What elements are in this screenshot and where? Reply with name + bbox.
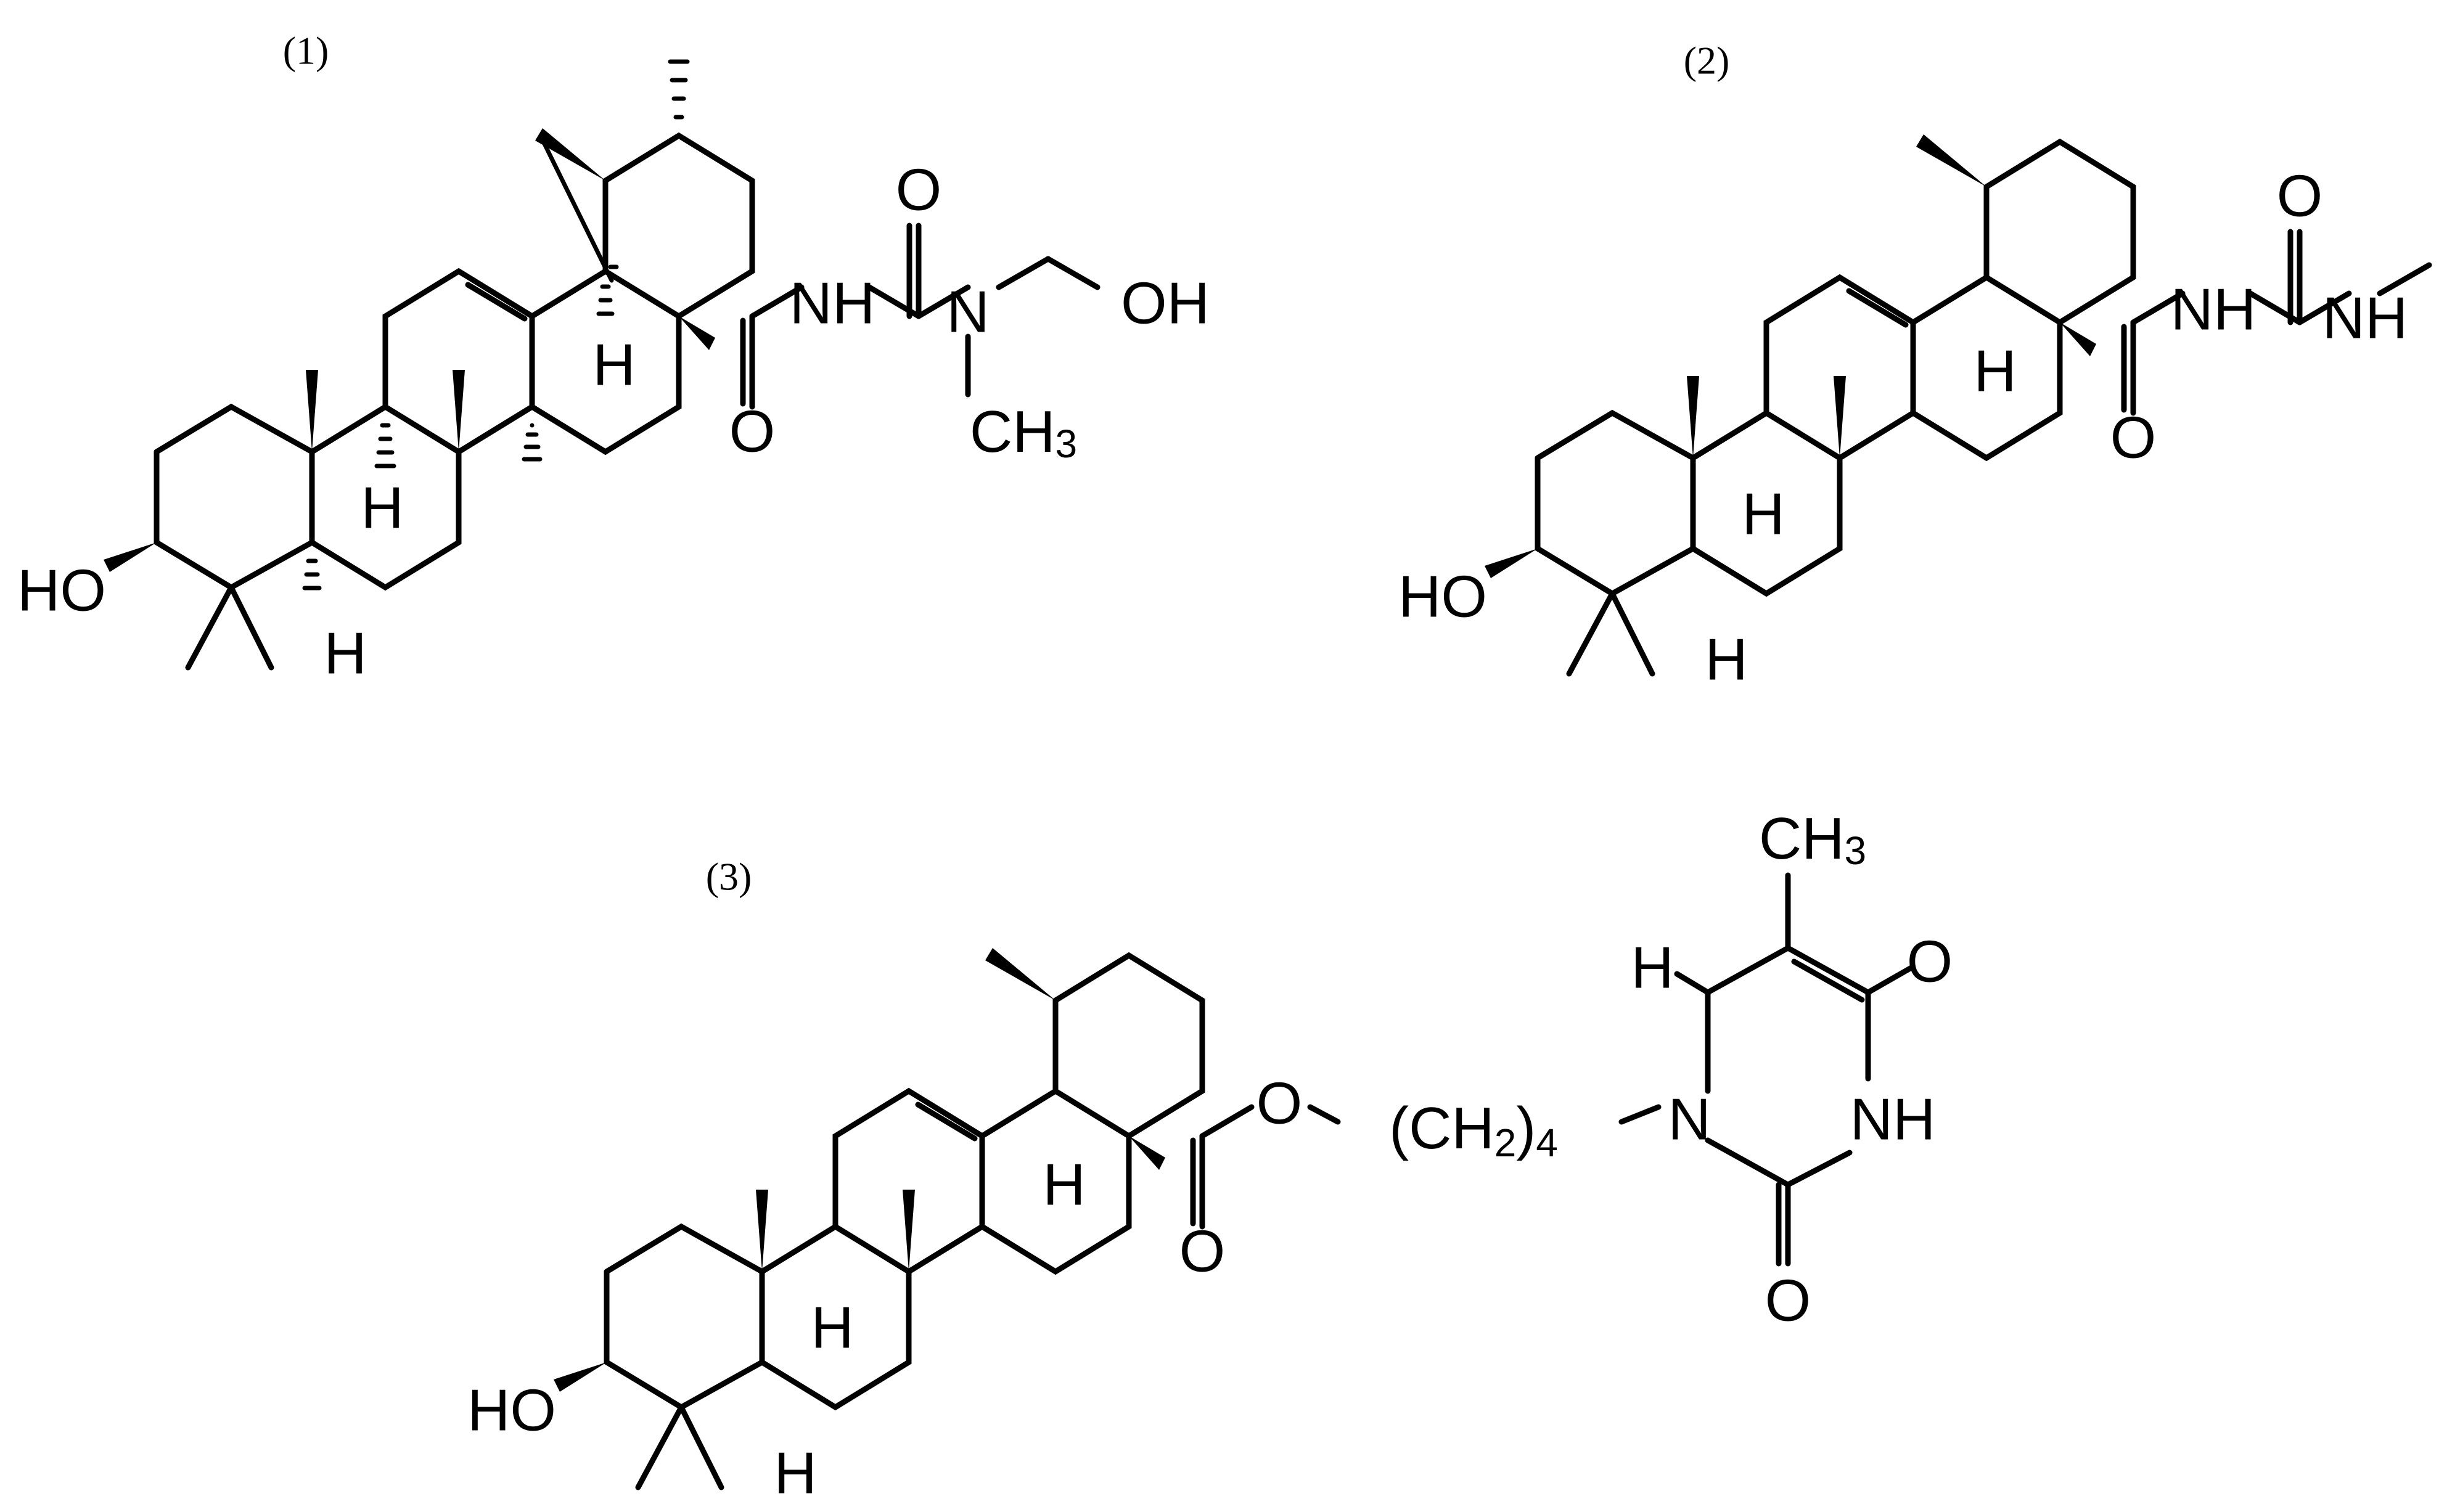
atom-o: O bbox=[2277, 163, 2323, 229]
atom-n: NH bbox=[790, 271, 875, 337]
atom-ho: HO bbox=[467, 1378, 556, 1444]
atom-h: H bbox=[1742, 481, 1784, 547]
atom-ch2-chain: (CH2)4 bbox=[1389, 1095, 1558, 1166]
atom-nh: NH bbox=[1850, 1087, 1936, 1153]
atom-o: O bbox=[1765, 1268, 1811, 1334]
atom-h: H bbox=[324, 621, 366, 687]
compound-3: HO H H H O O (CH2)4 N NH O O H CH3 bbox=[467, 806, 1953, 1506]
atom-h: H bbox=[774, 1440, 816, 1506]
atom-o: O bbox=[2110, 405, 2157, 471]
atom-h: H bbox=[1043, 1152, 1085, 1218]
label-3: (3) bbox=[706, 855, 752, 899]
atom-o: O bbox=[896, 157, 942, 223]
atom-oh: OH bbox=[1121, 271, 1210, 337]
atom-h: H bbox=[1631, 935, 1673, 1001]
atom-ch3: CH3 bbox=[1759, 806, 1866, 873]
atom-ho: HO bbox=[1398, 564, 1487, 630]
atom-h: H bbox=[361, 475, 403, 541]
atom-ho: HO bbox=[17, 558, 106, 624]
atom-o: O bbox=[1179, 1219, 1226, 1285]
atom-ch3: CH3 bbox=[970, 399, 1077, 467]
atom-o: O bbox=[1907, 929, 1953, 995]
compound-2: HO H H H O NH O NH bbox=[1398, 134, 2432, 693]
atom-h: H bbox=[1974, 338, 2016, 404]
label-2: (2) bbox=[1684, 39, 1730, 83]
atom-h: H bbox=[811, 1295, 853, 1361]
atom-o: O bbox=[1256, 1071, 1303, 1137]
label-1: (1) bbox=[283, 29, 329, 73]
atom-h: H bbox=[592, 332, 635, 398]
atom-h: H bbox=[1705, 627, 1747, 693]
atom-o: O bbox=[729, 399, 776, 465]
atom-n: NH bbox=[2171, 277, 2257, 343]
atom-n: N bbox=[946, 279, 989, 345]
compound-1: HO H H H O NH O N OH CH3 bbox=[17, 59, 1210, 687]
atom-n: N bbox=[1668, 1087, 1710, 1153]
atom-n: NH bbox=[2322, 285, 2408, 351]
hash-bonds-1 bbox=[302, 59, 690, 590]
